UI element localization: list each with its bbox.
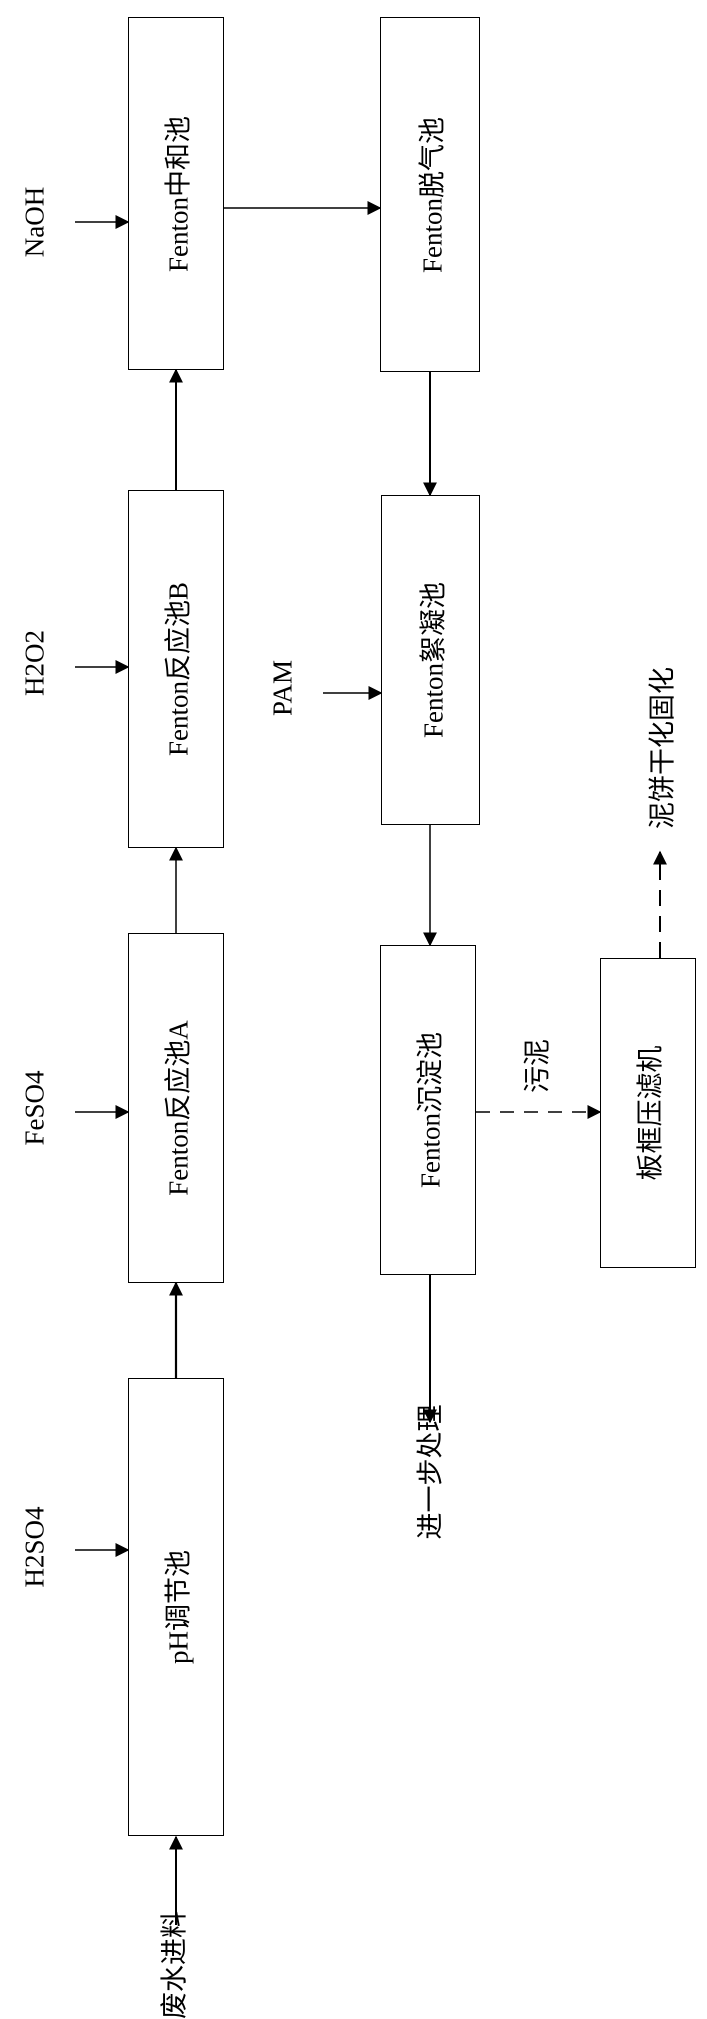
fenton-degassing-tank-label: Fenton脱气池 xyxy=(417,116,448,273)
sludge-label: 污泥 xyxy=(522,1039,553,1093)
wastewater-feed-label: 废水进料 xyxy=(159,1911,190,2019)
naoh-label: NaOH xyxy=(19,186,50,258)
ph-adjustment-tank-label: pH调节池 xyxy=(163,1550,194,1664)
fenton-neutralization-tank-label: Fenton中和池 xyxy=(163,115,194,272)
feso4-label: FeSO4 xyxy=(19,1070,50,1146)
further-treatment-label: 进一步处理 xyxy=(415,1404,446,1540)
plate-frame-filter-press: 板框压滤机 xyxy=(600,958,696,1268)
fenton-sedimentation-tank-label: Fenton沉淀池 xyxy=(415,1031,446,1189)
fenton-degassing-tank: Fenton脱气池 xyxy=(380,17,480,372)
fenton-neutralization-tank: Fenton中和池 xyxy=(128,17,224,370)
cake-solidification-label: 泥饼干化固化 xyxy=(647,667,678,829)
plate-frame-filter-press-label: 板框压滤机 xyxy=(635,1045,666,1181)
fenton-reactor-b-label: Fenton反应池B xyxy=(163,581,194,757)
fenton-sedimentation-tank: Fenton沉淀池 xyxy=(380,945,476,1275)
fenton-reactor-b: Fenton反应池B xyxy=(128,490,224,848)
fenton-flocculation-tank-label: Fenton絮凝池 xyxy=(418,581,448,739)
h2so4-label: H2SO4 xyxy=(19,1506,50,1588)
pam-label: PAM xyxy=(267,659,298,717)
fenton-flocculation-tank: Fenton絮凝池 xyxy=(381,495,480,825)
fenton-reactor-a-label: Fenton反应池A xyxy=(163,1020,194,1196)
ph-adjustment-tank: pH调节池 xyxy=(128,1378,224,1836)
fenton-reactor-a: Fenton反应池A xyxy=(128,933,224,1283)
h2o2-label: H2O2 xyxy=(19,630,50,696)
